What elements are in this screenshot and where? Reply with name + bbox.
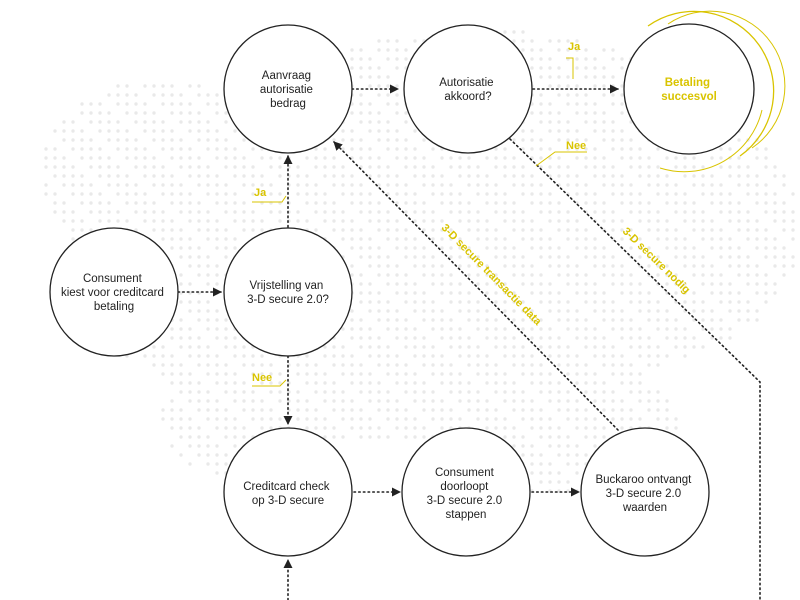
node-autorisatie-akkoord: Autorisatie akkoord? <box>403 24 533 154</box>
vrijstelling-line-2: 3-D secure 2.0? <box>247 294 329 306</box>
svg-text:Autorisatie akkoord?: Autorisatie akkoord? <box>439 77 497 103</box>
success-arc-inner <box>659 109 763 173</box>
edges <box>177 84 761 600</box>
autorisatie-line-1: Autorisatie <box>439 77 493 89</box>
doorloopt-line-1: Consument <box>435 467 495 479</box>
vrijstelling-line-1: Vrijstelling van <box>250 280 324 292</box>
label-nee-left: Nee <box>252 372 272 384</box>
label-3d-secure-transactie-data: 3-D secure transactie data <box>439 222 544 329</box>
aanvraag-line-3: bedrag <box>270 98 306 110</box>
node-consument-doorloopt: Consument doorloopt 3-D secure 2.0 stapp… <box>401 427 531 557</box>
label-ja-top: Ja <box>568 41 581 53</box>
node-vrijstelling: Vrijstelling van 3-D secure 2.0? <box>223 227 353 357</box>
consument-kiest-line-2: kiest voor creditcard <box>61 287 164 299</box>
buckaroo-line-2: 3-D secure 2.0 <box>606 488 681 500</box>
node-aanvraag-autorisatie: Aanvraag autorisatie bedrag <box>223 24 353 154</box>
aanvraag-line-1: Aanvraag <box>262 70 311 82</box>
buckaroo-line-1: Buckaroo ontvangt <box>595 474 692 486</box>
label-nee-right: Nee <box>566 140 586 152</box>
label-leaders <box>252 57 587 387</box>
svg-text:Buckaroo ontvangt 3-D se: Buckaroo ontvangt 3-D secure 2.0 waarden <box>595 474 694 514</box>
edge-buckaroo-to-aanvraag <box>333 141 619 431</box>
label-ja-left: Ja <box>254 187 267 199</box>
node-buckaroo-ontvangt: Buckaroo ontvangt 3-D secure 2.0 waarden <box>580 427 710 557</box>
leader-nee-left <box>252 379 287 387</box>
creditcard-line-1: Creditcard check <box>243 481 330 493</box>
svg-text:Vrijstelling van 3-D sec: Vrijstelling van 3-D secure 2.0? <box>247 280 329 306</box>
svg-text:Creditcard check op 3-D: Creditcard check op 3-D secure <box>243 481 333 507</box>
node-consument-kiest: Consument kiest voor creditcard betaling <box>49 227 179 357</box>
edge-autorisatie-to-3d-secure-nodig <box>509 138 761 600</box>
buckaroo-line-3: waarden <box>622 502 667 514</box>
betaling-line-2: succesvol <box>661 91 717 103</box>
svg-text:Consument kiest voor cre: Consument kiest voor creditcard betaling <box>61 273 167 313</box>
node-betaling-succesvol: Betaling succesvol <box>623 23 755 155</box>
autorisatie-line-2: akkoord? <box>444 91 491 103</box>
doorloopt-line-3: 3-D secure 2.0 <box>427 495 502 507</box>
doorloopt-line-2: doorloopt <box>440 481 489 493</box>
svg-text:Aanvraag autorisatie: Aanvraag autorisatie bedrag <box>260 70 316 110</box>
aanvraag-line-2: autorisatie <box>260 84 313 96</box>
leader-ja-top <box>566 57 574 79</box>
svg-text:Consument doorloopt: Consument doorloopt 3-D secure 2.0 stapp… <box>427 467 506 521</box>
consument-kiest-line-1: Consument <box>83 273 143 285</box>
leader-nee-right <box>535 151 587 167</box>
doorloopt-line-4: stappen <box>446 509 487 521</box>
success-arc-outer <box>647 10 775 157</box>
creditcard-line-2: op 3-D secure <box>252 495 324 507</box>
consument-kiest-line-3: betaling <box>94 301 134 313</box>
leader-ja-left <box>252 195 287 203</box>
betaling-line-1: Betaling <box>665 77 710 89</box>
svg-text:Betaling succesvol: Betaling succesvol <box>661 77 717 103</box>
node-creditcard-check: Creditcard check op 3-D secure <box>223 427 353 557</box>
success-glow <box>647 10 786 173</box>
success-arc-outer-2 <box>667 10 786 149</box>
